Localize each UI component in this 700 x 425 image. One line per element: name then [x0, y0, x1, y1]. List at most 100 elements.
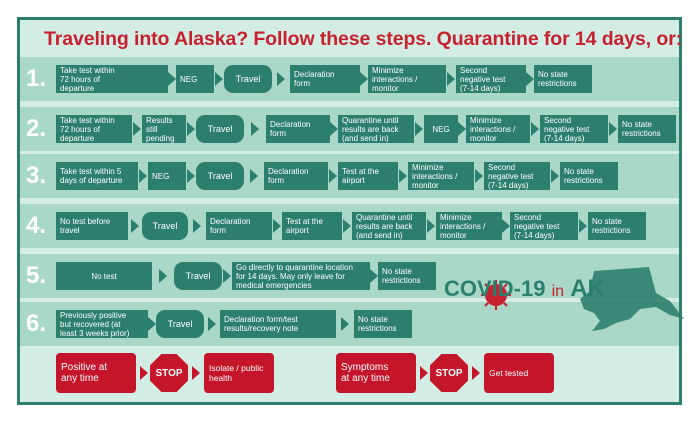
travel-step: Travel	[174, 262, 222, 290]
arrow-right-icon	[223, 269, 231, 283]
row-number: 1.	[25, 65, 46, 92]
logo-state: AK	[570, 275, 605, 302]
travel-step: Travel	[196, 115, 244, 143]
flow-step: No state restrictions	[588, 212, 646, 240]
stop-sign-icon: STOP	[430, 354, 468, 392]
row-number: 5.	[25, 262, 46, 289]
step-row-3: 3. Take test within 5 days of departure NE…	[20, 154, 679, 198]
arrow-right-icon	[360, 72, 368, 86]
flow-step: No state restrictions	[534, 65, 592, 93]
arrow-right-icon	[140, 366, 148, 380]
virus-icon	[485, 284, 507, 306]
arrow-right-icon	[370, 269, 378, 283]
arrow-right-icon	[215, 72, 223, 86]
arrow-right-icon	[399, 169, 407, 183]
alert-condition: Positive at any time	[56, 353, 136, 393]
flow-step: No state restrictions	[354, 310, 412, 338]
arrow-right-icon	[187, 122, 195, 136]
arrow-right-icon	[579, 219, 587, 233]
step-row-1: 1. Take test within 72 hours of departure…	[20, 57, 679, 101]
arrow-right-icon	[168, 72, 176, 86]
flow-step: NEG	[424, 115, 458, 143]
flow-step: No test	[56, 262, 152, 290]
arrow-right-icon	[341, 317, 349, 331]
flow-step: Declaration form	[266, 115, 330, 143]
arrow-right-icon	[330, 122, 338, 136]
arrow-right-icon	[139, 169, 147, 183]
flow-step: No state restrictions	[560, 162, 618, 190]
flow-step: Take test within 72 hours of departure	[56, 115, 132, 143]
alert-action: Get tested	[484, 353, 554, 393]
flow-step: Test at the airport	[338, 162, 398, 190]
arrow-right-icon	[551, 169, 559, 183]
arrow-right-icon	[187, 169, 195, 183]
alaska-map-icon	[481, 267, 684, 331]
row-number: 3.	[25, 162, 46, 189]
flow-step: Take test within 72 hours of departure	[56, 65, 168, 93]
flow-step: NEG	[176, 65, 214, 93]
arrow-right-icon	[251, 122, 259, 136]
arrow-right-icon	[329, 169, 337, 183]
flow-step: Declaration form	[206, 212, 272, 240]
flow-step: Declaration form	[264, 162, 328, 190]
step-row-6: 6. Previously positive but recovered (at …	[20, 302, 679, 346]
travel-step: Travel	[156, 310, 204, 338]
flow-step: Quarantine until results are back (and s…	[338, 115, 414, 143]
row-number: 2.	[25, 115, 46, 142]
flow-step: No state restrictions	[378, 262, 436, 290]
arrow-right-icon	[502, 219, 510, 233]
flow-step: Minimize interactions / monitor	[408, 162, 474, 190]
arrow-right-icon	[208, 317, 216, 331]
travel-step: Travel	[196, 162, 244, 190]
step-row-5: 5. No test Travel Go directly to quarantine…	[20, 254, 679, 298]
arrow-right-icon	[526, 72, 534, 86]
arrow-right-icon	[609, 122, 617, 136]
arrow-right-icon	[131, 219, 139, 233]
flow-step: Second negative test (7-14 days)	[456, 65, 526, 93]
step-row-2: 2. Take test within 72 hours of departure…	[20, 107, 679, 151]
page-title: Traveling into Alaska? Follow these step…	[44, 28, 683, 50]
arrow-right-icon	[447, 72, 455, 86]
logo-suffix: in	[551, 283, 565, 300]
flow-step: Go directly to quarantine location for 1…	[232, 262, 370, 290]
flow-step: Declaration form	[290, 65, 360, 93]
arrow-right-icon	[193, 219, 201, 233]
travel-step: Travel	[142, 212, 188, 240]
arrow-right-icon	[531, 122, 539, 136]
arrow-right-icon	[250, 169, 258, 183]
arrow-right-icon	[420, 366, 428, 380]
covid-logo: COVID-19 in AK	[444, 263, 684, 333]
arrow-right-icon	[472, 366, 480, 380]
arrow-right-icon	[343, 219, 351, 233]
arrow-right-icon	[427, 219, 435, 233]
row-number: 6.	[25, 310, 46, 337]
logo-text: COVID-19 in AK	[444, 275, 605, 303]
alert-action: Isolate / public health	[204, 353, 274, 393]
flow-step: Second negative test (7-14 days)	[510, 212, 578, 240]
flow-step: Declaration form/test results/recovery n…	[220, 310, 336, 338]
alert-condition: Symptoms at any time	[336, 353, 416, 393]
flow-step: Take test within 5 days of departure	[56, 162, 138, 190]
arrow-right-icon	[159, 269, 167, 283]
arrow-right-icon	[475, 169, 483, 183]
flow-step: Test at the airport	[282, 212, 342, 240]
flow-step: Minimize interactions / monitor	[368, 65, 446, 93]
arrow-right-icon	[148, 317, 156, 331]
flow-step: Second negative test (7-14 days)	[540, 115, 608, 143]
logo-main: COVID-19	[444, 276, 546, 301]
arrow-right-icon	[192, 366, 200, 380]
arrow-right-icon	[415, 122, 423, 136]
flow-step: Previously positive but recovered (at le…	[56, 310, 148, 338]
arrow-right-icon	[277, 72, 285, 86]
arrow-right-icon	[458, 122, 466, 136]
flow-step: Minimize interactions / monitor	[436, 212, 502, 240]
flow-step: Minimize interactions / monitor	[466, 115, 530, 143]
arrow-right-icon	[133, 122, 141, 136]
flow-step: NEG	[148, 162, 186, 190]
flow-step: Second negative test (7-14 days)	[484, 162, 550, 190]
flow-step: No test before travel	[56, 212, 128, 240]
arrow-right-icon	[273, 219, 281, 233]
stop-sign-icon: STOP	[150, 354, 188, 392]
